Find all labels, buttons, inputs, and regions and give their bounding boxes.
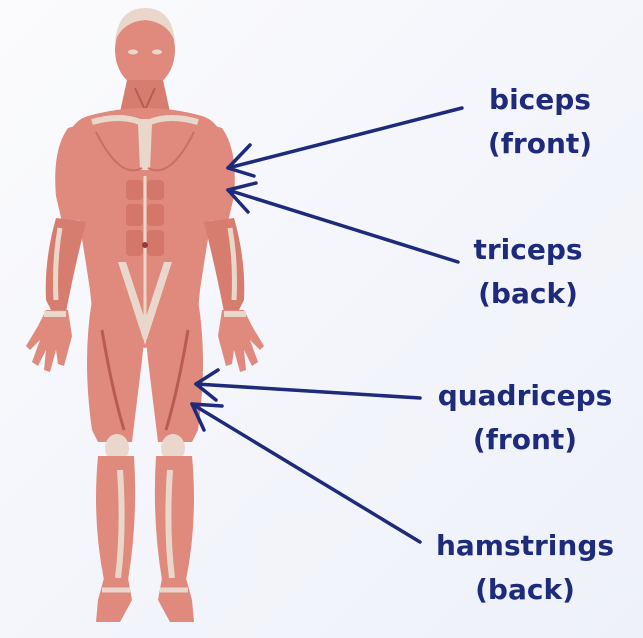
neck bbox=[120, 80, 170, 112]
hamstrings-side: (back) bbox=[420, 568, 630, 612]
right-forearm bbox=[204, 218, 244, 312]
hamstrings-arrow bbox=[192, 404, 420, 542]
hamstrings-name: hamstrings bbox=[420, 524, 630, 568]
right-foot bbox=[158, 578, 194, 622]
quadriceps-label: quadriceps (front) bbox=[420, 374, 630, 462]
hamstrings-label: hamstrings (back) bbox=[420, 524, 630, 612]
biceps-arrow bbox=[228, 108, 462, 176]
biceps-label: biceps (front) bbox=[440, 78, 640, 166]
muscular-body-figure bbox=[26, 8, 264, 622]
triceps-side: (back) bbox=[428, 272, 628, 316]
left-upper-arm bbox=[55, 124, 90, 222]
quadriceps-side: (front) bbox=[420, 418, 630, 462]
right-upper-arm bbox=[200, 124, 235, 222]
left-eye bbox=[128, 50, 138, 55]
right-shin bbox=[155, 456, 194, 580]
right-eye bbox=[152, 50, 162, 55]
left-forearm bbox=[46, 218, 86, 312]
biceps-name: biceps bbox=[440, 78, 640, 122]
right-hand bbox=[218, 310, 264, 372]
biceps-side: (front) bbox=[440, 122, 640, 166]
triceps-label: triceps (back) bbox=[428, 228, 628, 316]
left-shin bbox=[96, 456, 135, 580]
left-hand bbox=[26, 310, 72, 372]
triceps-arrow bbox=[228, 183, 458, 262]
quadriceps-arrow bbox=[196, 370, 420, 400]
quadriceps-name: quadriceps bbox=[420, 374, 630, 418]
left-foot bbox=[96, 578, 132, 622]
triceps-name: triceps bbox=[428, 228, 628, 272]
